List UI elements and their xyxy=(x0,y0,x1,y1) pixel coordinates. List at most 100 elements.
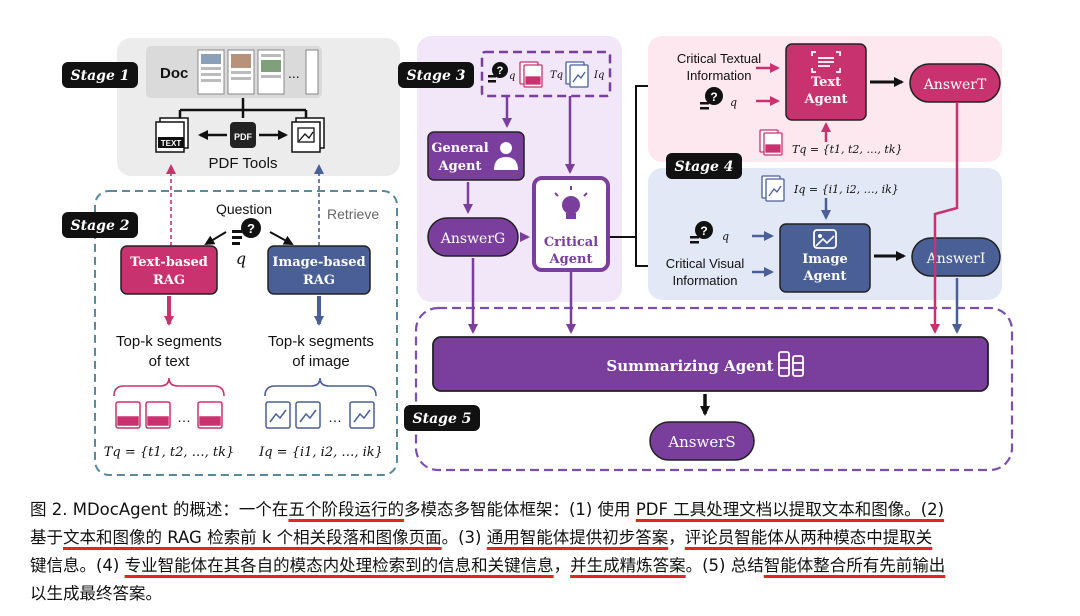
image-rag-line1: Image-based xyxy=(272,255,365,270)
svg-text:Stage 3: Stage 3 xyxy=(407,68,466,84)
answer-t-pill xyxy=(909,63,1001,103)
critical-textual-line1: Critical Textual xyxy=(677,51,761,66)
caption-text: 图 2. MDocAgent 的概述：一个在 xyxy=(30,500,289,519)
stage3-iq: Iq xyxy=(593,70,604,81)
q-to-text-rag-arrow xyxy=(204,231,227,246)
stage3-inputs-frame xyxy=(480,50,612,98)
answer-g-label: AnswerG xyxy=(440,231,505,247)
general-agent-line2: Agent xyxy=(438,159,482,174)
stage4-badge: Stage 4 xyxy=(666,153,742,179)
document-thumbnails xyxy=(197,49,319,95)
text-rag-line2: RAG xyxy=(153,273,185,288)
svg-text:?: ? xyxy=(710,90,717,104)
caption-highlight: 智能体整合所有先前输出 xyxy=(763,556,946,575)
q-to-image-rag-arrow xyxy=(269,231,294,245)
pdf-tools-label: PDF Tools xyxy=(209,155,278,172)
answer-t-label: AnswerT xyxy=(923,77,987,93)
stage1-badge: Stage 1 xyxy=(62,62,138,88)
stage4-text-question-icon: ? xyxy=(700,87,723,110)
svg-text:?: ? xyxy=(497,65,504,77)
stage4-text-segment-icon xyxy=(759,129,783,156)
caption-highlight: 并生成精炼答案 xyxy=(570,556,686,575)
general-agent-line1: General xyxy=(431,141,488,156)
topk-image-line1: Top-k segments xyxy=(268,333,374,350)
text-stack-icon: TEXT xyxy=(155,117,189,153)
image-rag-box xyxy=(267,245,371,295)
question-label: Question xyxy=(216,201,272,217)
stage4-image-q: q xyxy=(722,230,729,243)
text-brace xyxy=(113,377,225,397)
stage3-badge: Stage 3 xyxy=(398,62,474,88)
topk-text-line1: Top-k segments xyxy=(116,333,222,350)
caption-highlight: 文本和图像的 RAG 检索前 k 个相关段落和图像页面 xyxy=(63,528,442,547)
caption-text: 基于 xyxy=(30,528,63,547)
text-rag-line1: Text-based xyxy=(130,255,208,270)
stage4-image-question-icon: ? xyxy=(690,221,713,244)
lightbulb-icon xyxy=(554,186,588,219)
image-agent-box xyxy=(779,223,871,293)
svg-text:TEXT: TEXT xyxy=(161,139,182,148)
doc-label: Doc xyxy=(160,65,188,82)
svg-text:Stage 5: Stage 5 xyxy=(413,411,472,427)
tq-formula: Tq = {t1, t2, …, tk} xyxy=(104,445,235,460)
pdf-tool-icon: PDF xyxy=(230,122,256,148)
svg-text:?: ? xyxy=(247,221,255,236)
stage4-tq-formula: Tq = {t1, t2, …, tk} xyxy=(792,143,903,156)
text-rag-box xyxy=(120,245,218,295)
image-segment-icons xyxy=(265,401,375,429)
stage3-image-icons xyxy=(565,61,589,88)
svg-text:PDF: PDF xyxy=(234,132,253,142)
text-segment-icons xyxy=(115,401,223,429)
caption-highlight: 专业智能体在其各自的模态内处理检索到的信息和关键信息 xyxy=(124,556,554,575)
summarizing-agent-label: Summarizing Agent xyxy=(606,357,773,375)
caption-highlight: 五个阶段运行的 xyxy=(288,500,404,519)
topk-text-line2: of text xyxy=(149,353,191,370)
answer-i-label: AnswerI xyxy=(926,251,986,267)
caption-text: 以生成最终答案。 xyxy=(30,584,162,603)
image-brace xyxy=(264,377,377,397)
caption-highlight: 评论员智能体从两种模态中提取关 xyxy=(684,528,933,547)
retrieve-label: Retrieve xyxy=(327,206,379,222)
text-agent-line2: Agent xyxy=(804,92,848,107)
mdocagent-diagram: Doc ... PDF TEXT PDF Tools Retrieve Que xyxy=(62,36,1014,476)
picture-icon xyxy=(813,229,837,249)
stage3-tq: Tq xyxy=(550,70,563,81)
caption-highlight: 通用智能体提供初步答案 xyxy=(486,528,669,547)
svg-text:Stage 1: Stage 1 xyxy=(71,68,130,84)
image-agent-line2: Agent xyxy=(803,269,847,284)
text-scan-icon xyxy=(811,51,841,73)
answer-t-to-summary-arrow xyxy=(930,102,959,334)
stage3-q: q xyxy=(509,71,515,82)
critical-agent-line1: Critical xyxy=(544,235,598,250)
critical-agent-line2: Agent xyxy=(549,252,593,267)
svg-text:?: ? xyxy=(700,224,707,238)
critical-agent-box xyxy=(532,176,610,272)
caption-text: 键信息。(4) xyxy=(30,556,125,575)
summarizing-agent-box xyxy=(432,336,989,392)
critical-visual-line1: Critical Visual xyxy=(666,256,745,271)
stage4-image-segment-icon xyxy=(761,175,785,202)
image-rag-line2: RAG xyxy=(303,273,335,288)
database-icon xyxy=(778,351,804,377)
image-stack-icon xyxy=(291,117,325,153)
caption-text: 多模态多智能体框架：(1) 使用 xyxy=(403,500,636,519)
caption-text: 。(5) 总结 xyxy=(685,556,764,575)
topk-image-line2: of image xyxy=(292,353,350,370)
figure-caption: 图 2. MDocAgent 的概述：一个在五个阶段运行的多模态多智能体框架：(… xyxy=(30,496,1060,608)
stage3-text-icons xyxy=(519,61,543,88)
svg-text:Stage 2: Stage 2 xyxy=(71,218,130,234)
stage4-text-q: q xyxy=(730,96,737,109)
image-agent-line1: Image xyxy=(802,252,848,267)
text-agent-box xyxy=(785,43,867,121)
q-symbol: q xyxy=(236,249,246,268)
stage2-badge: Stage 2 xyxy=(62,212,138,238)
answer-g-pill xyxy=(427,217,519,257)
caption-text: ， xyxy=(553,556,571,575)
caption-highlight: PDF 工具处理文档以提取文本和图像。(2) xyxy=(635,500,945,519)
stage5-badge: Stage 5 xyxy=(404,405,480,431)
stage3-question-icon: ? xyxy=(488,62,508,83)
svg-text:Stage 4: Stage 4 xyxy=(675,159,734,175)
caption-text: 。(3) xyxy=(441,528,487,547)
stage4-iq-formula: Iq = {i1, i2, …, ik} xyxy=(793,183,899,196)
text-agent-line1: Text xyxy=(811,75,841,90)
